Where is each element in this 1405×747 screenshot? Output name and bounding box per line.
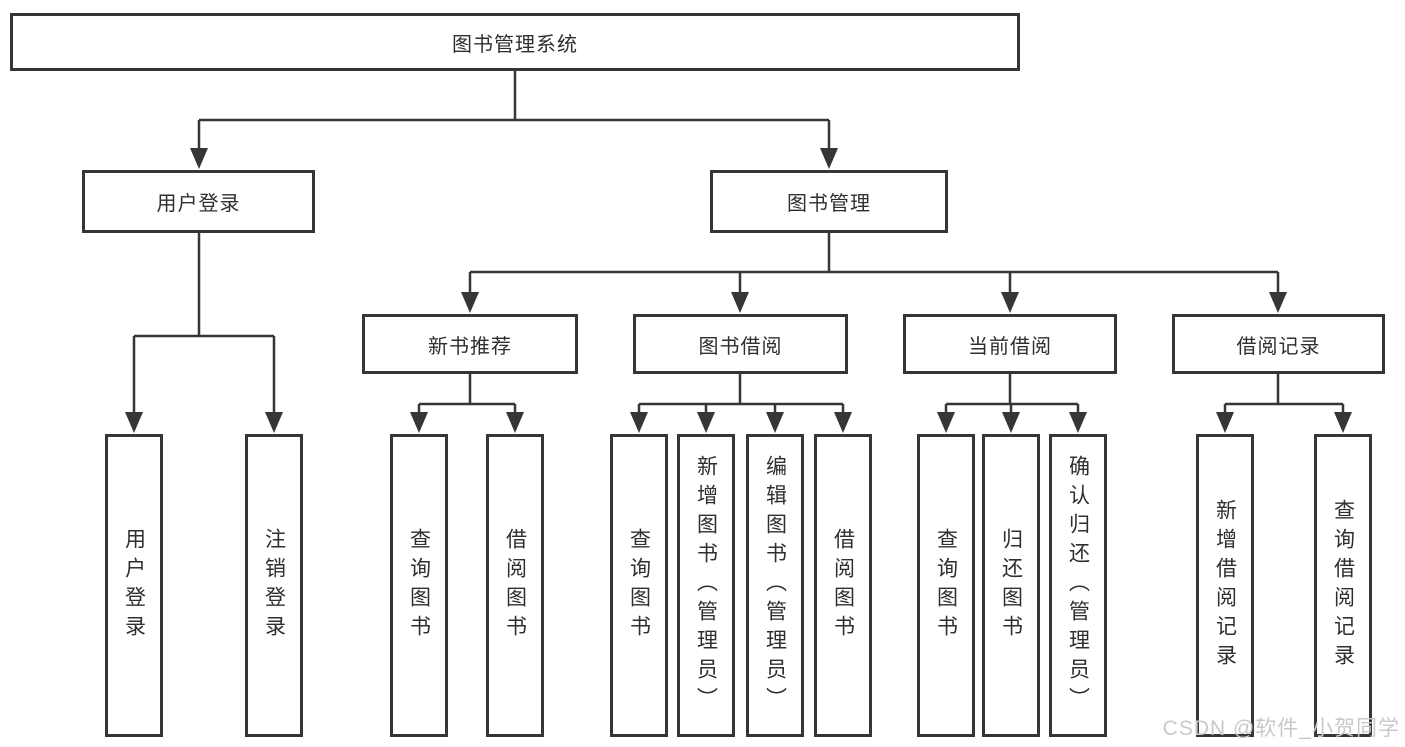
leaf-label: 查询图书 <box>627 527 651 644</box>
node-user-login: 用户登录 <box>82 170 315 233</box>
node-book-borrow: 图书借阅 <box>633 314 848 374</box>
leaf-label: 查询图书 <box>407 527 431 644</box>
leaf-label: 编辑图书（管理员） <box>763 455 787 716</box>
leaf-label: 借阅图书 <box>831 527 855 644</box>
leaf-label: 用户登录 <box>122 527 146 644</box>
node-label: 新书推荐 <box>428 335 512 358</box>
leaf-label: 确认归还（管理员） <box>1066 455 1090 716</box>
leaf-borrow-book-1: 借阅图书 <box>486 434 544 737</box>
leaf-query-borrow-record: 查询借阅记录 <box>1314 434 1372 737</box>
node-label: 图书管理系统 <box>452 33 578 56</box>
leaf-confirm-return-admin: 确认归还（管理员） <box>1049 434 1107 737</box>
leaf-borrow-book-2: 借阅图书 <box>814 434 872 737</box>
leaf-edit-book-admin: 编辑图书（管理员） <box>746 434 804 737</box>
leaf-return-book: 归还图书 <box>982 434 1040 737</box>
arrowhead-icons <box>125 148 1352 433</box>
node-library-management-system: 图书管理系统 <box>10 13 1020 71</box>
leaf-label: 注销登录 <box>262 527 286 644</box>
node-current-borrow: 当前借阅 <box>903 314 1117 374</box>
leaf-label: 归还图书 <box>999 527 1023 644</box>
node-new-book-recommend: 新书推荐 <box>362 314 578 374</box>
leaf-query-book-1: 查询图书 <box>390 434 448 737</box>
node-label: 图书借阅 <box>698 335 783 358</box>
node-book-management: 图书管理 <box>710 170 948 233</box>
leaf-query-book-2: 查询图书 <box>610 434 668 737</box>
node-label: 用户登录 <box>156 193 241 215</box>
node-label: 借阅记录 <box>1236 335 1321 358</box>
node-label: 图书管理 <box>787 193 871 215</box>
node-borrow-record: 借阅记录 <box>1172 314 1385 374</box>
leaf-label: 查询借阅记录 <box>1331 498 1355 673</box>
leaf-add-borrow-record: 新增借阅记录 <box>1196 434 1254 737</box>
leaf-logout: 注销登录 <box>245 434 303 737</box>
leaf-label: 新增图书（管理员） <box>694 455 718 716</box>
leaf-add-book-admin: 新增图书（管理员） <box>677 434 735 737</box>
leaf-user-login: 用户登录 <box>105 434 163 737</box>
leaf-query-book-3: 查询图书 <box>917 434 975 737</box>
node-label: 当前借阅 <box>968 335 1052 358</box>
leaf-label: 新增借阅记录 <box>1213 498 1237 673</box>
leaf-label: 借阅图书 <box>503 527 527 644</box>
leaf-label: 查询图书 <box>934 527 958 644</box>
